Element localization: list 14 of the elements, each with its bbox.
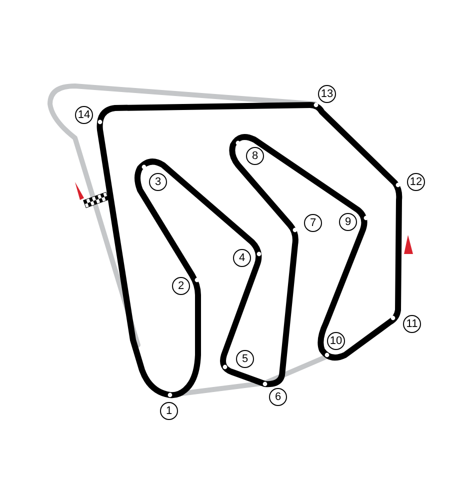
corner-number: 10 (327, 332, 345, 350)
corner-number: 14 (75, 106, 93, 124)
corner-number: 13 (318, 85, 336, 103)
corner-number: 6 (269, 388, 287, 406)
corner-number: 4 (233, 249, 251, 267)
corner-number: 7 (304, 214, 322, 232)
corner-number: 3 (149, 173, 167, 191)
corner-number: 2 (172, 277, 190, 295)
corner-number: 11 (403, 315, 421, 333)
corner-number: 5 (236, 350, 254, 368)
corner-number: 8 (246, 147, 264, 165)
corner-number: 12 (407, 173, 425, 191)
corner-number: 9 (339, 213, 357, 231)
corner-number: 1 (160, 402, 178, 420)
